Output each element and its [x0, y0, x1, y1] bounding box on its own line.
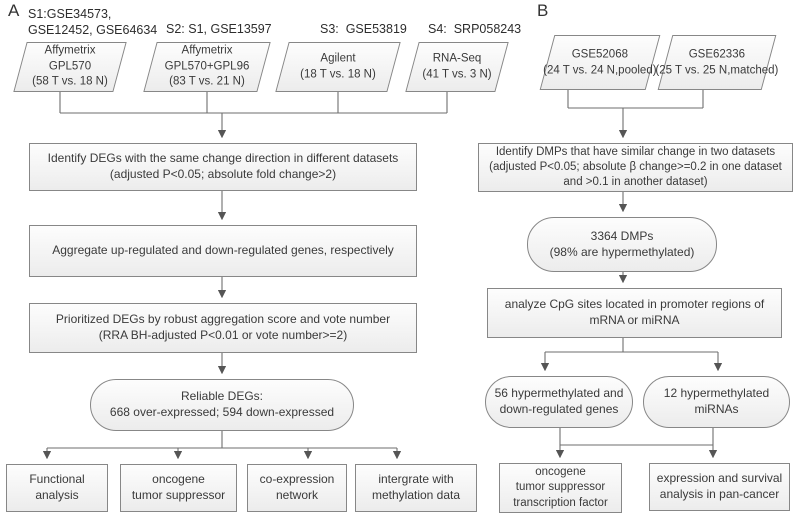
node-rna-seq-text: RNA-Seq (41 T vs. 3 N) — [422, 52, 492, 80]
node-pan-cancer-analysis: expression and survival analysis in pan-… — [649, 463, 790, 511]
node-agilent: Agilent (18 T vs. 18 N) — [275, 42, 401, 92]
node-3364-dmps: 3364 DMPs (98% are hypermethylated) — [527, 217, 717, 272]
panel-a-source-stubs — [59, 92, 448, 113]
node-affymetrix-gpl570-gpl96: Affymetrix GPL570+GPL96 (83 T vs. 21 N) — [143, 42, 271, 92]
node-gse52068-text: GSE52068 (24 T vs. 24 N,pooled) — [543, 47, 657, 76]
node-12-hypermethylated-mirnas: 12 hypermethylated miRNAs — [643, 376, 790, 428]
node-coexpression-network: co-expression network — [247, 464, 347, 512]
node-gse62336-text: GSE62336 (25 T vs. 25 N,matched) — [655, 47, 779, 76]
source-label-s2: S2: S1, GSE13597 — [166, 22, 272, 36]
panel-a-label: A — [8, 1, 20, 20]
node-gse52068: GSE52068 (24 T vs. 24 N,pooled) — [539, 35, 661, 90]
node-aggregate-genes: Aggregate up-regulated and down-regulate… — [29, 225, 417, 277]
node-affymetrix-gpl570-text: Affymetrix GPL570 (58 T vs. 18 N) — [32, 44, 108, 88]
node-functional-analysis: Functional analysis — [6, 464, 108, 512]
node-rna-seq: RNA-Seq (41 T vs. 3 N) — [405, 42, 509, 92]
panel-b-source-stubs — [567, 90, 704, 108]
node-integrate-methylation: intergrate with methylation data — [355, 464, 477, 512]
panel-b-label: B — [537, 1, 549, 20]
node-identify-degs: Identify DEGs with the same change direc… — [29, 143, 417, 191]
panel-b-pill-stubs — [559, 428, 714, 445]
source-label-s3: S3: GSE53819 — [320, 22, 407, 36]
node-oncogene-tsg-tf: oncogene tumor suppressor transcription … — [499, 463, 622, 513]
source-label-s1: S1:GSE34573, GSE12452, GSE64634 — [28, 7, 158, 38]
node-agilent-text: Agilent (18 T vs. 18 N) — [300, 52, 376, 80]
node-56-hypermethylated-genes: 56 hypermethylated and down-regulated ge… — [485, 376, 633, 428]
node-identify-dmps: Identify DMPs that have similar change i… — [478, 143, 793, 192]
node-analyze-cpg: analyze CpG sites located in promoter re… — [487, 288, 782, 338]
node-affymetrix-gpl570-gpl96-text: Affymetrix GPL570+GPL96 (83 T vs. 21 N) — [164, 44, 250, 88]
node-gse62336: GSE62336 (25 T vs. 25 N,matched) — [655, 35, 779, 90]
node-prioritized-degs: Prioritized DEGs by robust aggregation s… — [29, 303, 417, 353]
node-affymetrix-gpl570: Affymetrix GPL570 (58 T vs. 18 N) — [13, 42, 127, 92]
source-label-s4: S4: SRP058243 — [428, 22, 522, 36]
node-reliable-degs: Reliable DEGs: 668 over-expressed; 594 d… — [90, 379, 354, 431]
node-oncogene-tumor-suppressor: oncogene tumor suppressor — [120, 464, 237, 512]
